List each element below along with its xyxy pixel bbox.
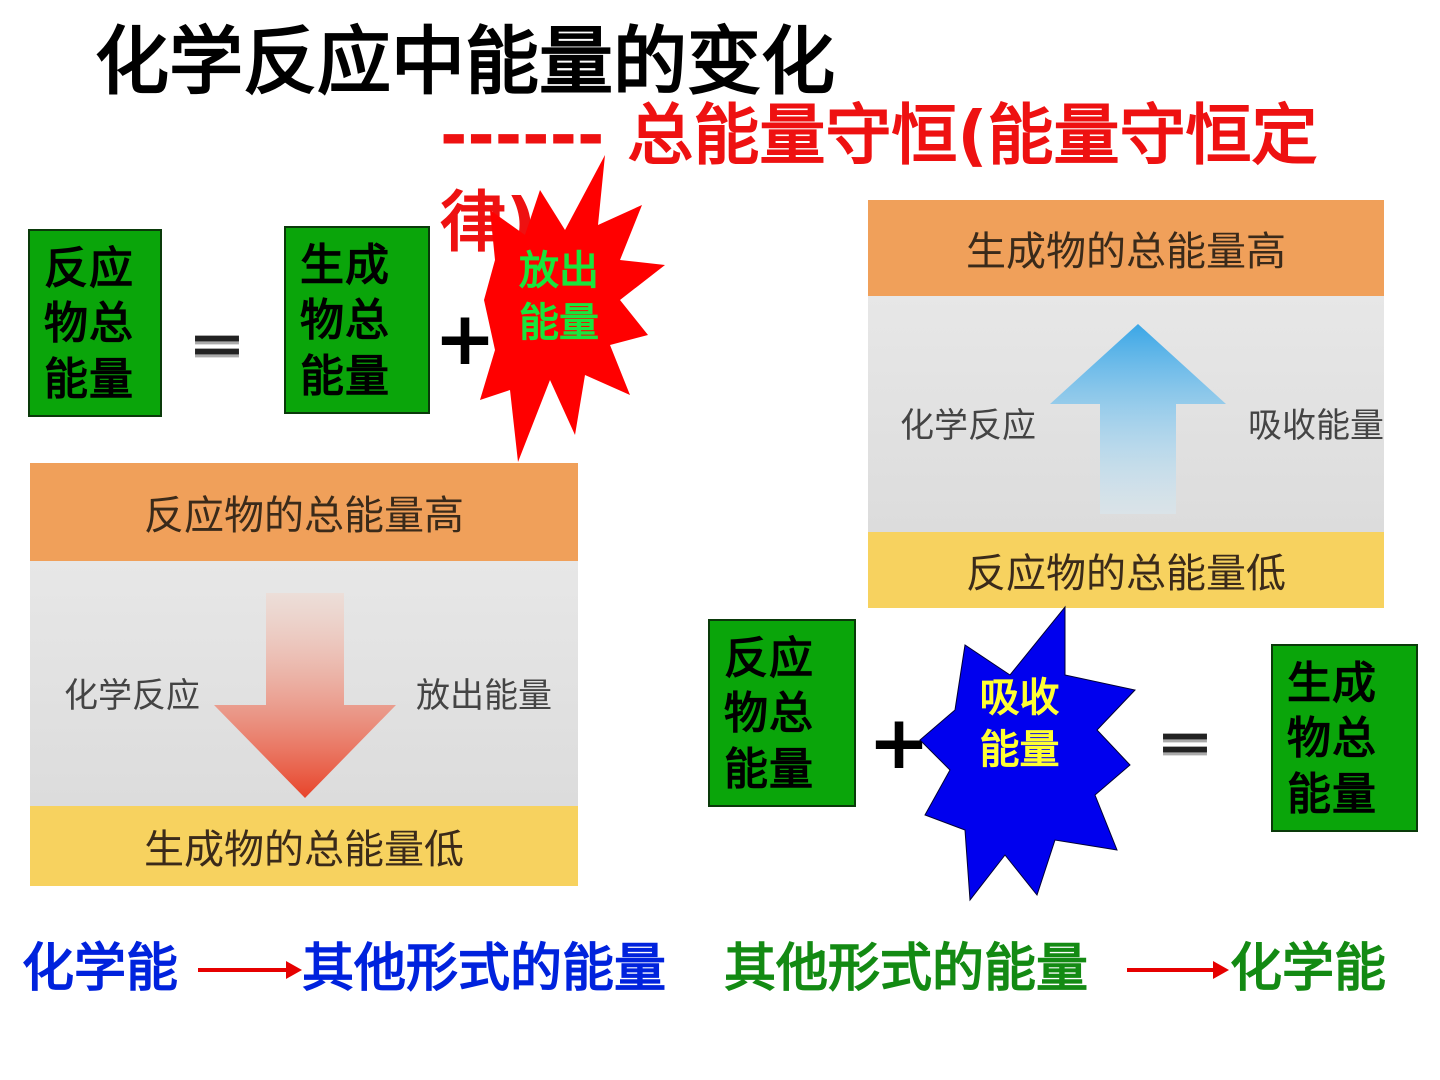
- endo-panel-right-label: 吸收能量: [1248, 406, 1384, 446]
- endo-panel-left-label: 化学反应: [900, 406, 1036, 446]
- exo-panel-bottom-band: 生成物的总能量低: [30, 806, 578, 886]
- exo-plus-sign: +: [434, 296, 497, 382]
- bottom-right-from: 其他形式的能量: [724, 939, 1089, 999]
- exo-equals-sign: ＝: [188, 313, 247, 381]
- bottom-left-from: 化学能: [22, 939, 179, 999]
- bottom-right-to: 化学能: [1230, 939, 1387, 999]
- subtitle: ------ 总能量守恒(能量守恒定律): [440, 97, 1318, 262]
- bottom-left-arrow-icon: [198, 961, 302, 979]
- exo-panel-right-label: 放出能量: [416, 676, 552, 716]
- exo-burst-label: 放出能量: [519, 248, 599, 346]
- exo-down-arrow-icon: [214, 593, 396, 798]
- endo-product-box: 生成物总能量: [1271, 644, 1418, 832]
- exo-energy-panel: 反应物的总能量高 化学反应 放出能量 生成物的总能量低: [30, 463, 578, 886]
- endo-plus-sign: +: [868, 700, 931, 786]
- endo-burst-label: 吸收能量: [979, 675, 1060, 773]
- endo-equals-sign: ＝: [1156, 711, 1215, 779]
- page-title: 化学反应中能量的变化: [95, 19, 835, 105]
- endo-panel-bottom-band: 反应物的总能量低: [868, 532, 1384, 608]
- exo-burst-star: [480, 155, 665, 462]
- endo-energy-panel: 生成物的总能量高 化学反应 吸收能量 反应物的总能量低: [868, 200, 1384, 608]
- bottom-right-arrow-icon: [1127, 961, 1229, 979]
- endo-up-arrow-icon: [1050, 324, 1226, 514]
- exo-panel-top-band: 反应物的总能量高: [30, 463, 578, 561]
- bottom-left-to: 其他形式的能量: [302, 939, 667, 999]
- endo-burst-star: [919, 605, 1136, 902]
- exo-panel-left-label: 化学反应: [64, 676, 200, 716]
- endo-panel-top-band: 生成物的总能量高: [868, 200, 1384, 296]
- exo-product-box: 生成物总能量: [284, 226, 430, 414]
- endo-reactant-box: 反应物总能量: [708, 619, 856, 807]
- exo-reactant-box: 反应物总能量: [28, 229, 162, 417]
